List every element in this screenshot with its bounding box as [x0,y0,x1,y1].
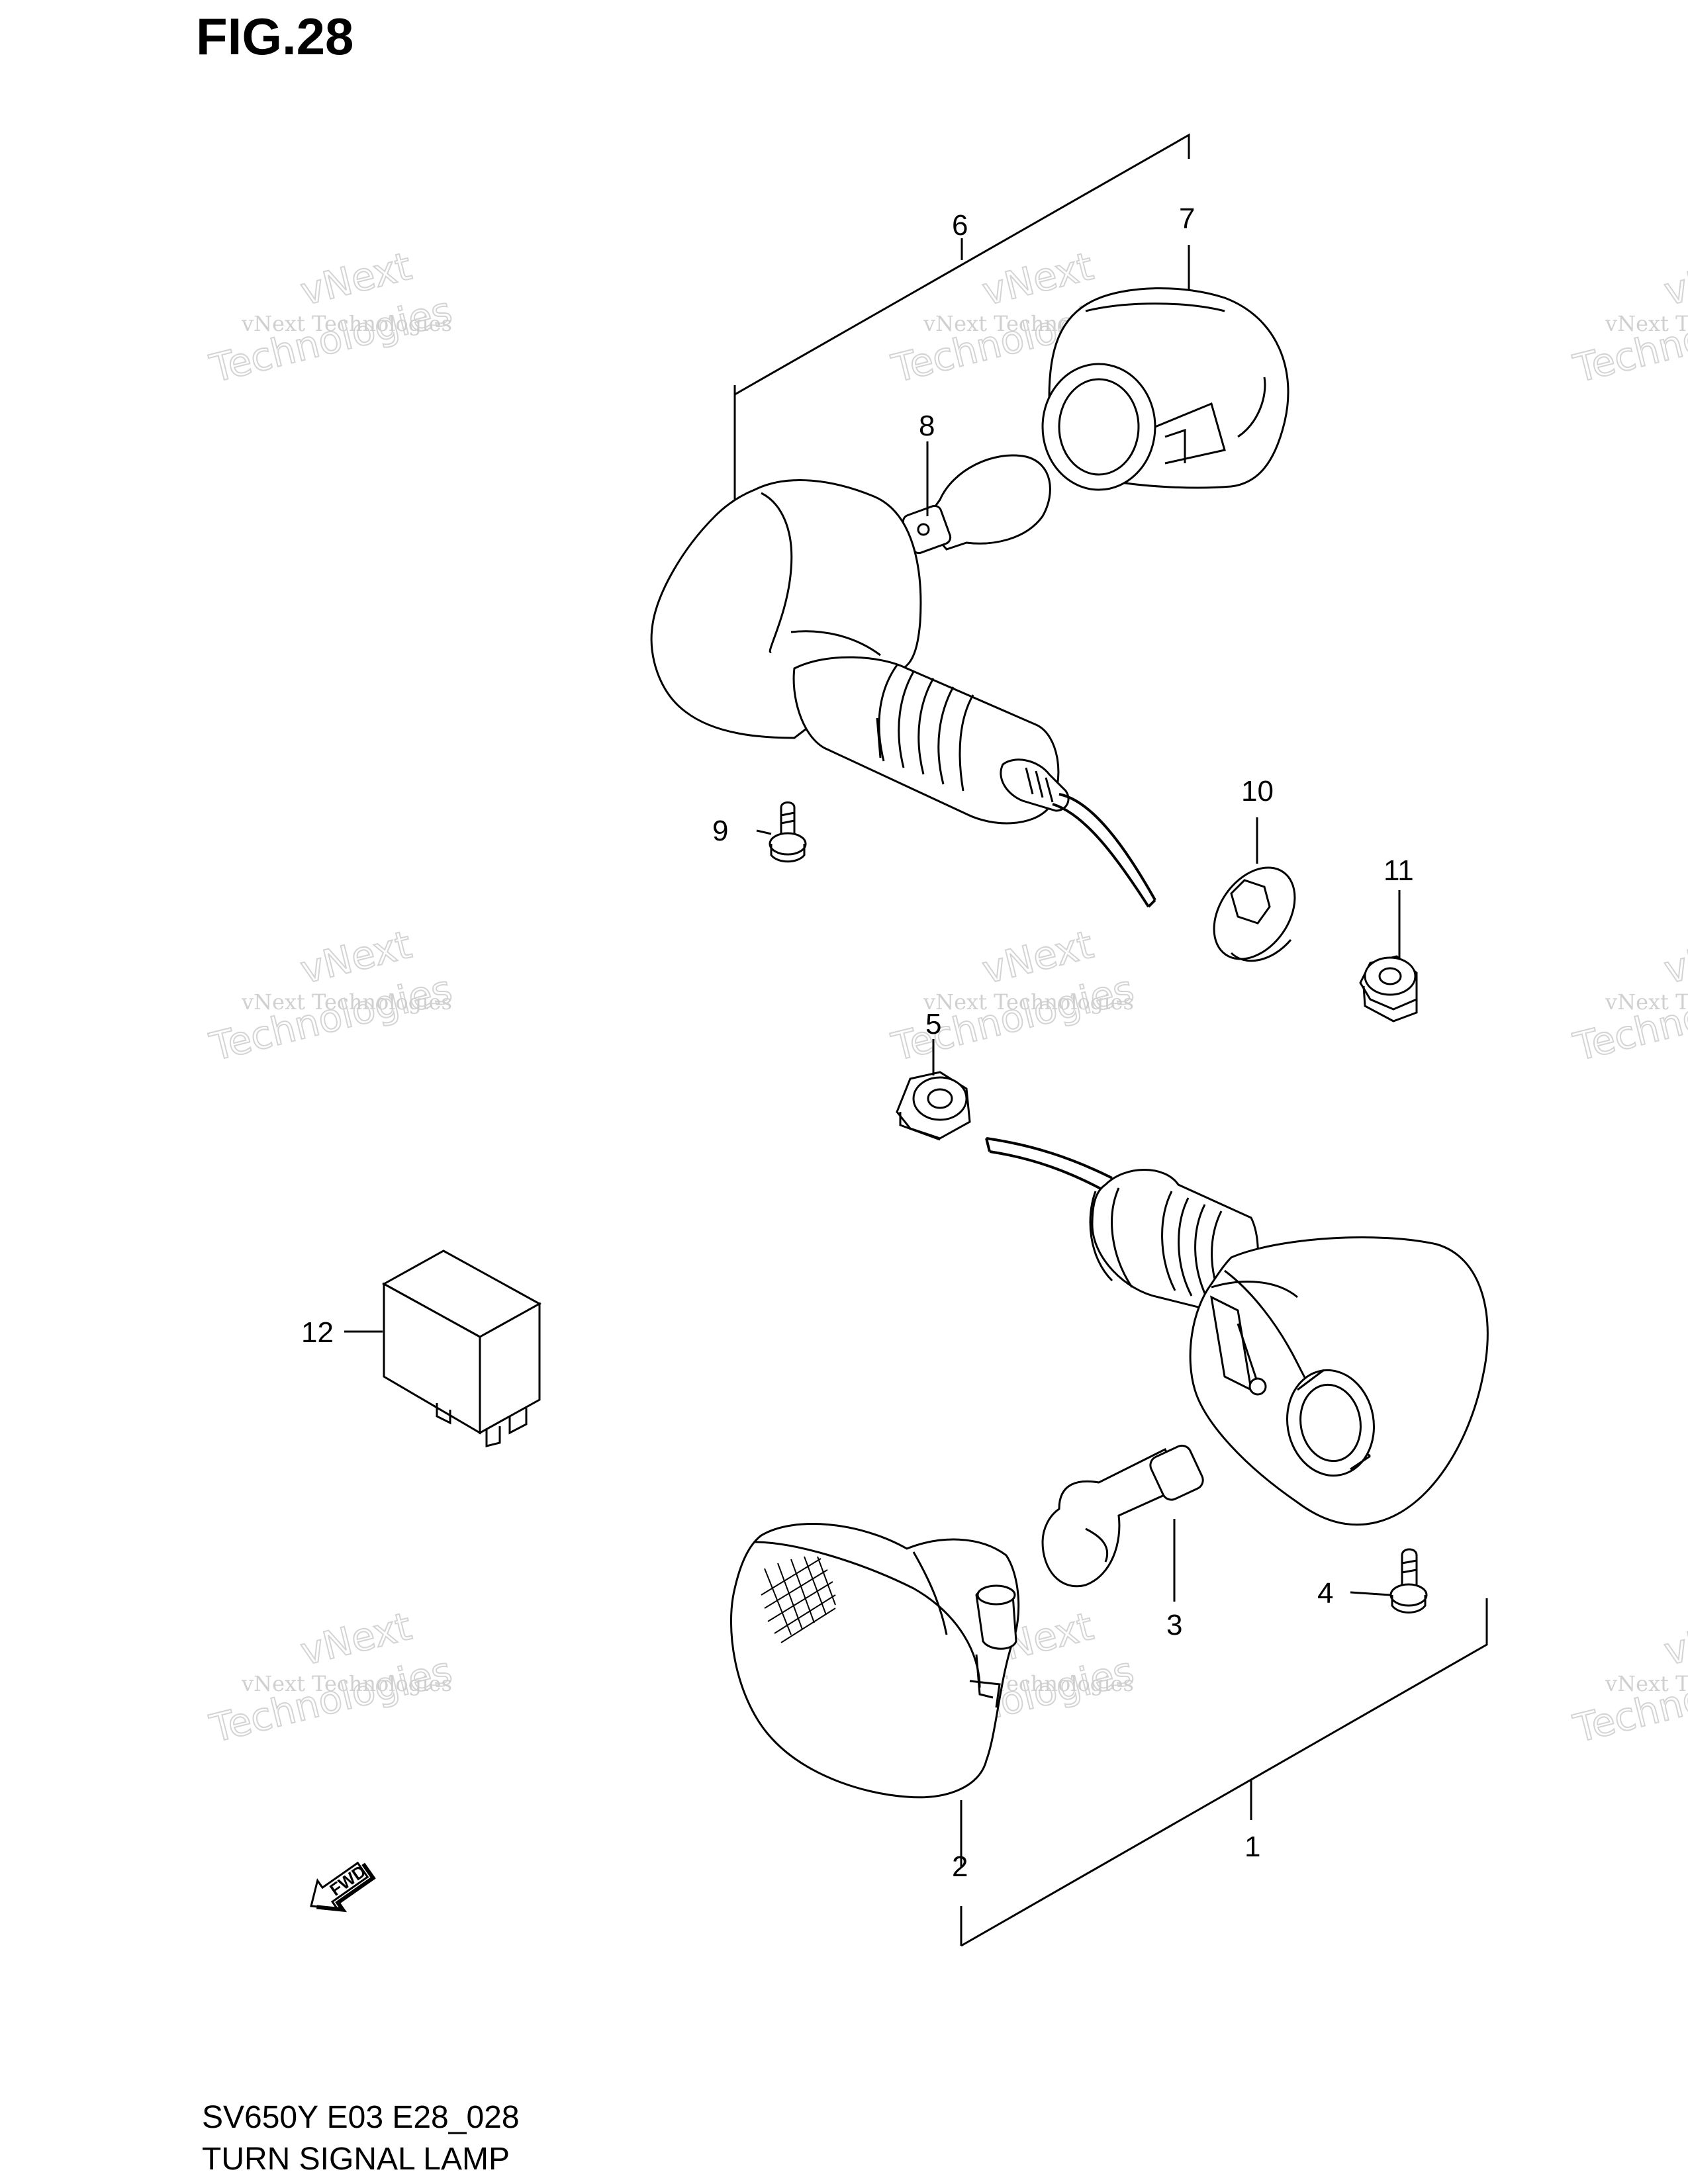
watermark-text: vNext Technologies [1605,989,1688,1015]
watermark-text: vNext [1660,1604,1688,1674]
relay-part-12 [381,1250,542,1447]
upper-assembly-bracket [733,133,1190,500]
nut-part-11 [1359,955,1418,1023]
watermark-mid-left: vNext Technologies vNext Technologies [205,921,457,1071]
bulb-part-3 [1041,1444,1204,1588]
lens-part-2 [729,1523,1020,1799]
screw-part-4 [1389,1548,1428,1614]
watermark-text: vNext Technologies [241,989,452,1015]
watermark-text: vNext Technologies [1605,1671,1688,1696]
watermark-text: vNext [1660,922,1688,993]
watermark-top-left: vNext Technologies vNext Technologies [205,243,457,392]
leader-lines [344,441,1401,1602]
lamp-housing-part-6 [650,479,1156,908]
callout-9: 9 [712,815,728,847]
watermark-layer: vNext Technologies vNext Technologies vN… [205,243,1688,1752]
callout-12: 12 [301,1316,334,1349]
callout-3: 3 [1166,1609,1182,1641]
lower-assembly-bracket [960,1598,1488,1947]
watermark-mid-center: vNext Technologies vNext Technologies [886,921,1139,1071]
watermark-text: vNext Technologies [1605,311,1688,336]
lens-grid [761,1556,836,1643]
watermark-bottom-left: vNext Technologies vNext Technologies [205,1603,457,1752]
figure-title: FIG.28 [196,7,353,66]
bulb-part-8 [902,454,1051,555]
watermark-top-right: vNext Technologies vNext Technologies [1568,243,1688,392]
callout-1: 1 [1244,1831,1260,1863]
callout-6: 6 [952,209,968,242]
callout-4: 4 [1317,1577,1333,1610]
lamp-housing-part-1 [985,1137,1489,1526]
fwd-arrow-icon: FWD [310,1861,376,1913]
callout-7: 7 [1179,203,1195,235]
callout-2: 2 [952,1850,968,1883]
callout-5: 5 [925,1008,941,1040]
screw-part-9 [769,801,807,863]
watermark-bottom-right: vNext Technologies vNext Technologies [1568,1603,1688,1752]
nut-part-5 [896,1071,971,1141]
watermark-text: vNext [1660,244,1688,314]
model-code: SV650Y E03 E28_028 [202,2100,520,2135]
watermark-text: vNext Technologies [923,989,1134,1015]
callouts: 1 2 3 4 5 6 7 8 9 10 11 12 [301,203,1414,1883]
figure-caption: TURN SIGNAL LAMP [202,2142,510,2177]
watermark-mid-right: vNext Technologies vNext Technologies [1568,921,1688,1071]
watermark-text: vNext Technologies [241,311,452,336]
callout-8: 8 [919,410,935,442]
lens-part-7 [1041,287,1289,491]
watermark-text: vNext Technologies [241,1671,452,1696]
callout-11: 11 [1383,854,1414,887]
washer-part-10 [1213,866,1296,962]
callout-10: 10 [1241,775,1274,807]
